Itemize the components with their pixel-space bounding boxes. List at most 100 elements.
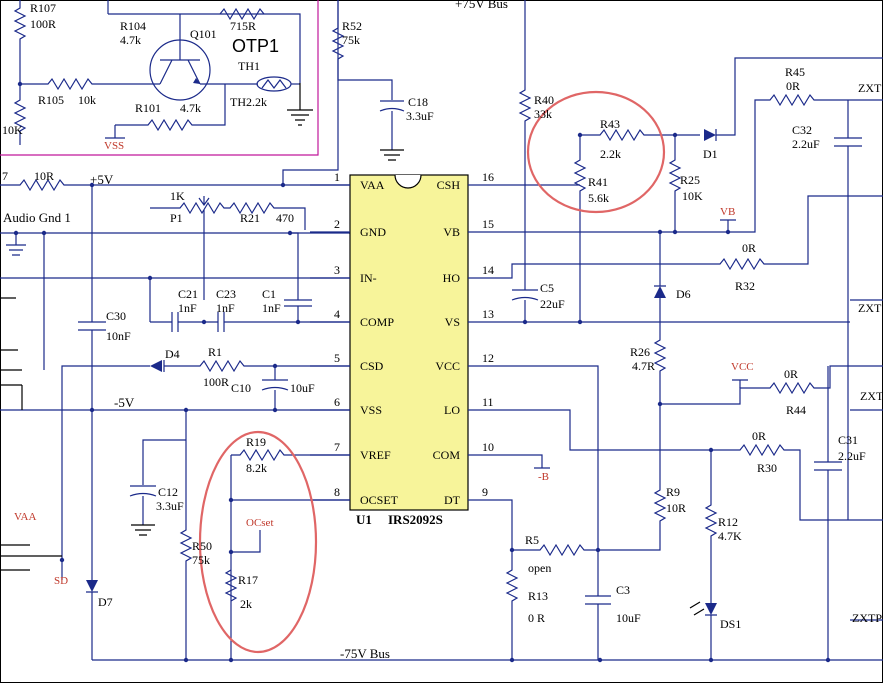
label-r715-val: 715R — [230, 19, 256, 33]
label-c21-val: 1nF — [178, 301, 197, 315]
plus5-rail — [0, 178, 350, 300]
ic-pin-name: CSD — [360, 359, 384, 373]
ic-pin-name: VB — [443, 225, 460, 239]
r40-resistor — [518, 0, 532, 185]
label-r9-ref: R9 — [666, 485, 680, 499]
ic-pin-name: DT — [444, 493, 461, 507]
label-d7-ref: D7 — [98, 595, 113, 609]
label-p1-val: 1K — [170, 189, 185, 203]
ic-pin-number: 8 — [334, 485, 340, 499]
label-ds1-ref: DS1 — [720, 617, 741, 631]
ic-pin-name: IN- — [360, 271, 377, 285]
ic-pin-number: 3 — [334, 263, 340, 277]
label-c32-ref: C32 — [792, 123, 812, 137]
label-r41-val: 5.6k — [588, 191, 609, 205]
ic-pin-name: COM — [433, 448, 461, 462]
label-c23-val: 1nF — [216, 301, 235, 315]
label-r26-val: 4.7R — [632, 359, 655, 373]
label-d6-ref: D6 — [676, 287, 691, 301]
label-vb-net: VB — [720, 206, 735, 218]
d6-diode — [654, 286, 666, 298]
label-plus5: +5V — [90, 172, 114, 187]
ic-notch — [394, 174, 422, 189]
ic-pin-number: 16 — [482, 170, 494, 184]
label-q101-ref: Q101 — [190, 27, 217, 41]
label-vcc-net: VCC — [731, 361, 754, 373]
ic-pin-name: COMP — [360, 315, 394, 329]
c30-capacitor — [78, 185, 106, 580]
ic-pin-number: 11 — [482, 395, 494, 409]
label-zxt-c: ZXT — [860, 389, 883, 403]
ic-pin-number: 1 — [334, 170, 340, 184]
label-minus-b-net: -B — [538, 471, 549, 483]
ic-pin-name: LO — [444, 403, 460, 417]
r17-resistor — [224, 569, 238, 602]
label-r5-ref: R5 — [525, 533, 539, 547]
label-c23-ref: C23 — [216, 287, 236, 301]
otp-block — [13, 0, 313, 145]
r43-resistor — [580, 128, 700, 142]
label-r12-ref: R12 — [718, 515, 738, 529]
otp-title: OTP1 — [232, 36, 279, 56]
label-r40-val: 33k — [534, 107, 552, 121]
ic-pin-number: 6 — [334, 395, 340, 409]
label-r105-ref: R105 — [38, 93, 64, 107]
label-r25-val: 10K — [682, 189, 703, 203]
label-minus75-bus: -75V Bus — [340, 646, 390, 661]
label-r30-ref: R30 — [757, 461, 777, 475]
label-r45-val: 0R — [786, 79, 800, 93]
r32-resistor — [468, 195, 883, 279]
ic-body — [349, 174, 469, 511]
label-c31-val: 2.2uF — [838, 449, 866, 463]
r13-resistor — [505, 550, 519, 660]
label-r13-val: 0 R — [528, 611, 545, 625]
comp-rail — [150, 299, 350, 332]
label-r32-val: 0R — [742, 241, 756, 255]
label-vss: VSS — [104, 140, 124, 152]
label-r44-ref: R44 — [786, 403, 806, 417]
r9-resistor — [598, 404, 667, 551]
label-r17-val: 2k — [240, 597, 252, 611]
label-c5-val: 22uF — [540, 297, 565, 311]
label-r30-val: 0R — [752, 429, 766, 443]
ic-pin-number: 2 — [334, 217, 340, 231]
label-r21-ref: R21 — [240, 211, 260, 225]
ic-pin-number: 13 — [482, 307, 494, 321]
r715-resistor — [219, 7, 265, 21]
label-r32-ref: R32 — [735, 279, 755, 293]
c12-capacitor — [129, 439, 186, 525]
label-c32-val: 2.2uF — [792, 137, 820, 151]
label-p1-ref: P1 — [170, 211, 183, 225]
label-r50-val: 75k — [192, 553, 210, 567]
vss-symbol — [105, 125, 125, 139]
ic-pin-number: 7 — [334, 440, 340, 454]
label-r44-val: 0R — [784, 367, 798, 381]
ic-ref-label: U1 — [356, 512, 372, 527]
label-c5-ref: C5 — [540, 281, 554, 295]
ground-symbol-otp — [287, 83, 313, 126]
ic-pin-name: VSS — [360, 403, 382, 417]
label-r17-ref: R17 — [238, 573, 258, 587]
label-c30-val: 10nF — [106, 329, 131, 343]
ic-pin-name: OCSET — [360, 493, 399, 507]
ic-pin-name: GND — [360, 225, 386, 239]
label-r105-val: 10k — [78, 93, 96, 107]
label-plus75-bus: +75V Bus — [455, 0, 508, 11]
label-r43-ref: R43 — [600, 117, 620, 131]
label-minus5: -5V — [114, 395, 135, 410]
label-c10-val: 10uF — [290, 381, 315, 395]
label-r10k-val: 10K — [2, 123, 23, 137]
label-c12-val: 3.3uF — [156, 499, 184, 513]
label-r50-ref: R50 — [192, 539, 212, 553]
r107-resistor — [13, 0, 27, 84]
label-r41-ref: R41 — [588, 175, 608, 189]
label-zxt-a: ZXT — [858, 81, 882, 95]
label-r7-val: 10R — [34, 169, 54, 183]
ic-pin-name: CSH — [437, 178, 461, 192]
label-c3-ref: C3 — [616, 583, 630, 597]
label-audio-gnd: Audio Gnd 1 — [3, 210, 71, 225]
label-zxt-b: ZXT — [858, 301, 882, 315]
label-th1-ref: TH1 — [238, 59, 260, 73]
label-c21-ref: C21 — [178, 287, 198, 301]
